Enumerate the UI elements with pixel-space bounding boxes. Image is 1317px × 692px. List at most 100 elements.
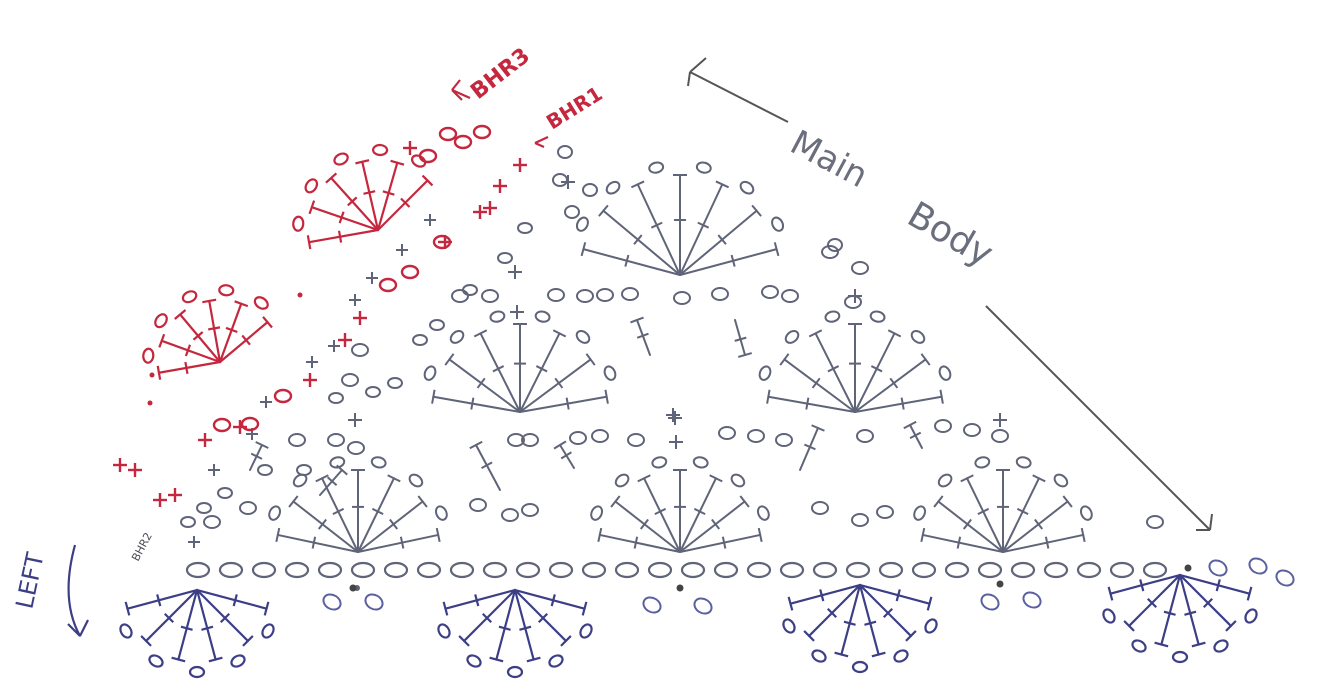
chain-stitch-symbol	[876, 505, 894, 519]
shell-fan	[1102, 573, 1258, 664]
single-crochet-symbol	[349, 294, 361, 306]
double-crochet-symbol	[1154, 573, 1182, 648]
double-crochet-symbol	[489, 588, 517, 663]
chain-stitch-symbol	[364, 593, 384, 611]
double-crochet-symbol	[854, 353, 931, 413]
single-crochet-symbol	[473, 205, 487, 219]
arrow-head	[1196, 513, 1213, 531]
chain-stitch-symbol	[974, 456, 991, 469]
double-crochet-mid-tick	[1215, 579, 1221, 592]
double-crochet-top-bar	[174, 309, 187, 320]
double-crochet-symbol	[442, 588, 517, 616]
double-crochet-symbol	[218, 300, 249, 364]
double-crochet-mid-tick	[1139, 579, 1145, 592]
chain-stitch-symbol	[980, 593, 1000, 611]
chain-stitch-symbol	[1244, 608, 1258, 624]
double-crochet-symbol	[431, 389, 521, 413]
double-crochet-symbol	[610, 495, 681, 553]
double-crochet-top-bar	[751, 204, 762, 217]
double-crochet-mid-tick	[241, 334, 251, 346]
bhr2-label: BHR2	[129, 530, 155, 563]
chain-stitch-symbol	[273, 388, 293, 404]
double-crochet-symbol	[171, 588, 199, 663]
double-crochet-stem	[679, 183, 724, 276]
chain-stitch-symbol	[811, 501, 829, 515]
double-crochet-stem	[513, 588, 586, 610]
double-crochet-symbol	[1178, 573, 1253, 601]
double-crochet-mid-tick	[498, 625, 511, 631]
double-crochet-top-bar	[390, 159, 405, 166]
shell-fan	[142, 284, 273, 380]
double-crochet-symbol	[673, 174, 687, 276]
double-crochet-stem	[1160, 573, 1182, 646]
double-crochet-stem	[195, 588, 217, 661]
chain-stitch-symbol	[1022, 591, 1042, 609]
double-crochet-symbol	[903, 420, 923, 449]
chain-stitch-symbol	[963, 423, 981, 437]
double-crochet-mid-tick	[1044, 536, 1050, 549]
chain-stitch-symbol	[758, 365, 772, 381]
chain-stitch-symbol	[648, 161, 665, 174]
double-crochet-symbol	[779, 353, 856, 413]
double-crochet-top-bar	[140, 635, 152, 647]
double-crochet-symbol	[1107, 573, 1182, 601]
double-crochet-stem	[858, 583, 931, 605]
double-crochet-top-bar	[458, 635, 470, 647]
double-crochet-symbol	[519, 329, 567, 413]
chain-stitch-symbol	[603, 365, 617, 381]
double-crochet-top-bar	[597, 527, 603, 543]
double-crochet-stem	[157, 360, 222, 374]
double-crochet-stem	[319, 469, 343, 496]
double-crochet-mid-tick	[697, 221, 710, 229]
chain-stitch-symbol	[844, 295, 862, 309]
double-crochet-mid-tick	[363, 190, 376, 195]
double-crochet-mid-tick	[693, 507, 706, 515]
chain-stitch-symbol	[284, 561, 310, 579]
single-crochet-symbol	[168, 488, 182, 502]
single-crochet-symbol	[483, 201, 497, 215]
slip-stitch-symbol	[147, 400, 153, 406]
chain-stitch-symbol	[1010, 561, 1036, 579]
chain-stitch-symbol	[466, 654, 482, 668]
double-crochet-stem	[679, 477, 717, 553]
double-crochet-top-bar	[939, 389, 944, 404]
chain-stitch-symbol	[851, 660, 869, 674]
chain-stitch-symbol	[991, 429, 1009, 443]
single-crochet-symbol	[669, 435, 683, 449]
chain-stitch-symbol	[893, 649, 909, 663]
double-crochet-symbol	[174, 309, 222, 364]
chain-stitch-symbol	[1275, 569, 1295, 587]
double-crochet-stem	[937, 500, 1004, 553]
double-crochet-top-bar	[933, 495, 944, 508]
double-crochet-stem	[858, 583, 913, 638]
chain-stitch-symbol	[451, 289, 469, 303]
chain-stitch-symbol	[1146, 515, 1164, 529]
single-crochet-symbol	[128, 463, 142, 477]
double-crochet-top-bar	[610, 495, 621, 508]
double-crochet-top-bar	[709, 474, 723, 483]
chain-stitch-symbol	[695, 161, 712, 174]
chain-stitch-symbol	[680, 561, 706, 579]
chain-stitch-symbol	[507, 433, 525, 447]
double-crochet-symbol	[473, 329, 521, 413]
double-crochet-top-bar	[585, 353, 596, 366]
double-crochet-top-bar	[526, 656, 541, 663]
double-crochet-top-bar	[581, 601, 588, 616]
chain-stitch-symbol	[371, 143, 389, 157]
chain-stitch-symbol	[627, 433, 645, 447]
double-crochet-top-bar	[552, 329, 567, 338]
chain-stitch-symbol	[180, 516, 196, 528]
double-crochet-symbol	[679, 180, 730, 276]
double-crochet-mid-tick	[550, 594, 556, 607]
double-crochet-mid-tick	[624, 254, 630, 267]
double-crochet-top-bar	[444, 353, 455, 366]
double-crochet-symbol	[156, 360, 222, 380]
double-crochet-top-bar	[580, 242, 587, 257]
double-crochet-symbol	[766, 389, 856, 413]
double-crochet-stem	[854, 395, 943, 413]
chain-stitch-symbol	[756, 505, 770, 521]
chain-stitch-symbol	[651, 456, 668, 469]
double-crochet-symbol	[598, 204, 681, 276]
slip-stitch-symbol	[149, 372, 155, 378]
